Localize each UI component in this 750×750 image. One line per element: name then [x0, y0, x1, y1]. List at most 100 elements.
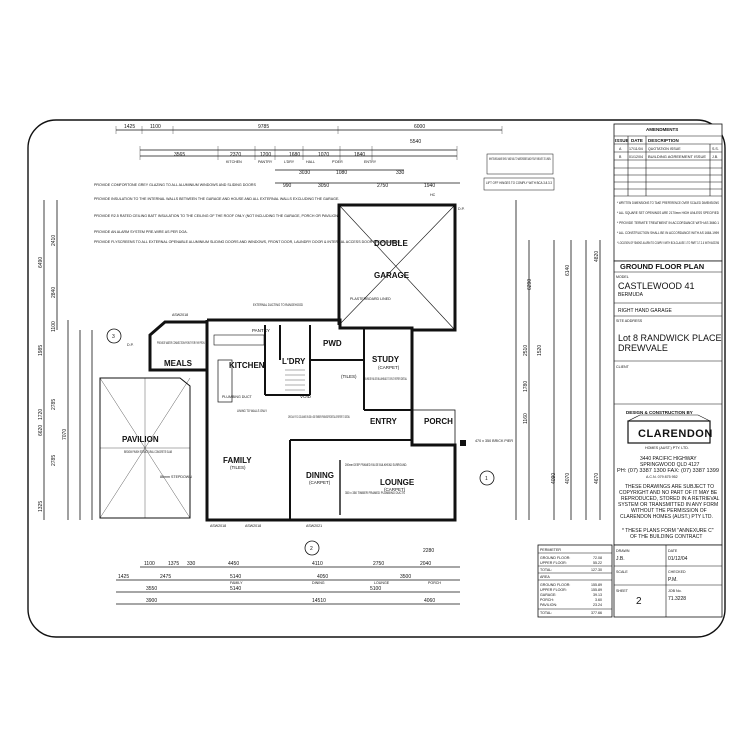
phone-fax: PH: (07) 3387 1300 FAX: (07) 3387 1399	[617, 468, 719, 474]
room-pavilion: PAVILION	[122, 435, 159, 444]
checked-value: P.M.	[668, 577, 678, 583]
room-laundry: L'DRY	[282, 357, 306, 366]
amend-note-2: * ALL SQUARE SET OPENINGS ARE 2170mm HIG…	[617, 211, 719, 215]
address-line2: SPRINGWOOD QLD 4127	[640, 462, 700, 468]
model-label: MODEL	[616, 275, 629, 279]
top-dimensions: 1425 1100 9785 6000 3565 2370 1200 1680 …	[115, 124, 503, 189]
drawing-info-block: DRAWN J.B. DATE 01/12/04 SCALE CHECKED P…	[613, 544, 723, 618]
window-labels: ASW2018 ASW2018 ASW2021 ASW2018	[172, 313, 322, 528]
note-plasterboard: PLASTERBOARD LINED	[350, 297, 391, 301]
downpipe-label-1: D.P.	[127, 343, 134, 347]
room-labels: DOUBLE GARAGE MEALS KITCHEN L'DRY PWD ST…	[122, 239, 453, 492]
bottom-dim-3: 330	[187, 561, 196, 567]
bottom-dim-row2-2: 4110	[312, 561, 323, 567]
top-dim-2: 1100	[150, 124, 161, 130]
note-framed-bulkhead: 200mm DEEP FRAMED FALSE BULKHEAD SURROUN…	[345, 463, 407, 467]
window-label-4: ASW2018	[245, 524, 261, 528]
amend-row-a-initials: S.S.	[712, 147, 719, 151]
top-dim-row5-4: 1940	[424, 183, 435, 189]
top-dim-row4-3: 330	[396, 170, 405, 176]
area-total-label: TOTAL:	[540, 611, 552, 615]
amend-row-b-initials: J.B.	[712, 155, 718, 159]
address-line1: 3440 PACIFIC HIGHWAY	[640, 456, 697, 462]
bottom-dimensions: 1100 1375 330 2280 4450 4110 2750 2040 1…	[116, 548, 460, 605]
brand-name: CLARENDON	[638, 428, 713, 440]
acn: A.C.N. 079 875 952	[646, 475, 678, 479]
perimeter-upper-value: 55.22	[593, 561, 602, 565]
note-water-connection: PROVIDE WATER CONNECTION POINT FOR F/W P…	[157, 341, 205, 345]
grid-mark-1: 1	[485, 476, 488, 482]
left-dim-3: 2840	[51, 287, 57, 298]
date-value: 01/12/04	[668, 556, 688, 562]
area-ground-label: GROUND FLOOR:	[540, 583, 570, 587]
amend-row-b-date: 01/12/04	[629, 155, 643, 159]
note-ceiling-batts: PROVIDE R2.5 RATED CEILING BATT INSULATI…	[94, 214, 340, 218]
top-dim-row5-3: 2750	[377, 183, 388, 189]
garage-orientation: RIGHT HAND GARAGE	[618, 308, 672, 314]
note-pilasters: 350 x 350 TIMBER FRAMED PLUMBING DUCTS	[345, 491, 405, 495]
bottom-dim-row3-2: 2475	[160, 574, 171, 580]
site-address-line1: Lot 8 RANDWICK PLACE	[618, 333, 722, 343]
right-dim-1: 6290	[527, 279, 533, 290]
room-double-garage-line1: DOUBLE	[374, 239, 408, 248]
note-shelf: WHITE MELAMINE SHELF AND RAIL TO WARDROB…	[489, 157, 551, 161]
room-powder: PWD	[323, 339, 342, 348]
top-label-hall: HALL	[306, 160, 315, 164]
note-stepdown: 86mm STEPDOWN	[160, 475, 192, 479]
right-dim-6: 1780	[523, 381, 529, 392]
room-dining-finish: (CARPET)	[309, 480, 331, 485]
bottom-dim-row4-1: 3550	[146, 586, 157, 592]
area-pavilion-label: PAVILION:	[540, 603, 557, 607]
room-void: VOID	[300, 394, 312, 399]
bottom-dim-row3-1: 1425	[118, 574, 129, 580]
note-brick-pier: 470 x 350 BRICK PIER	[475, 439, 513, 443]
note-alarm: PROVIDE AN ALARM SYSTEM PRE-WIRE AS PER …	[94, 230, 188, 234]
room-hall-finish: (TILES)	[341, 374, 357, 379]
right-dim-10: 4670	[594, 473, 600, 484]
bottom-dim-row2-3: 2750	[373, 561, 384, 567]
perimeter-upper-label: UPPER FLOOR:	[540, 561, 567, 565]
window-label-1: ASW2018	[172, 313, 188, 317]
right-dim-8: 4090	[551, 473, 557, 484]
right-dim-9: 4070	[565, 473, 571, 484]
left-dim-5: 1985	[38, 345, 44, 356]
window-label-3: ASW2021	[306, 524, 322, 528]
bottom-dim-row5-1: 3900	[146, 598, 157, 604]
right-dimension-labels: 6290 6140 4820 2510 1520 1780 1160 4090 …	[523, 251, 600, 484]
brand-subtitle: HOMES (AUST.) PTY. LTD.	[645, 446, 689, 450]
amend-note-3: * PROVIDE TERMITE TREATMENT IN ACCORDANC…	[617, 221, 719, 225]
area-garage-value: 39.13	[593, 593, 602, 597]
room-porch: PORCH	[424, 417, 453, 426]
right-dim-4: 2510	[523, 345, 529, 356]
sheet-title: GROUND FLOOR PLAN	[620, 262, 704, 271]
bottom-dim-row3-4: 4050	[317, 574, 328, 580]
bottom-label-porch: PORCH	[428, 581, 441, 585]
room-lounge: LOUNGE	[380, 478, 415, 487]
perimeter-total-label: TOTAL:	[540, 568, 552, 572]
job-number-value: 71.3228	[668, 596, 686, 602]
right-dim-2: 6140	[565, 265, 571, 276]
area-total-value: 377.66	[591, 611, 602, 615]
checked-label: CHECKED	[668, 570, 686, 574]
bottom-dim-row3-5: 3500	[400, 574, 411, 580]
note-columns: 2/90 DIA. F.R.C COLUMNS ON 350 x 350 TIM…	[288, 415, 350, 419]
left-dim-11: 1325	[38, 501, 44, 512]
amend-note-5: * LOCATION OF SMOKE ALARM TO COMPLY WITH…	[617, 241, 719, 245]
area-title: AREA	[540, 575, 550, 579]
annexure-line2: OF THE BUILDING CONTRACT	[630, 534, 702, 540]
perimeter-ground-label: GROUND FLOOR:	[540, 556, 570, 560]
area-porch-label: PORCH:	[540, 598, 554, 602]
downpipe-label-2: D.P.	[458, 207, 465, 211]
drawn-value: J.B.	[616, 556, 625, 562]
scale-label: SCALE	[616, 570, 628, 574]
note-glazing: PROVIDE COMFORTONE GREY GLAZING TO ALL A…	[94, 183, 256, 187]
note-insulation: PROVIDE INSULATION TO THE INTERNAL WALLS…	[94, 197, 339, 201]
note-lift-off-hinges: LIFT OFF HINGES TO COMPLY WITH BCA 3.8.3…	[486, 181, 552, 185]
drawn-label: DRAWN	[616, 549, 630, 553]
amend-row-a-desc: QUOTATION ISSUE	[648, 147, 681, 151]
amendments-title: AMENDMENTS	[646, 127, 678, 132]
amendments-table: AMENDMENTS ISSUE DATE DESCRIPTION A 17/1…	[613, 123, 723, 262]
plan-notes: PROVIDE WATER CONNECTION POINT FOR F/W P…	[124, 297, 513, 495]
top-dim-row2-6: 1840	[354, 152, 365, 158]
